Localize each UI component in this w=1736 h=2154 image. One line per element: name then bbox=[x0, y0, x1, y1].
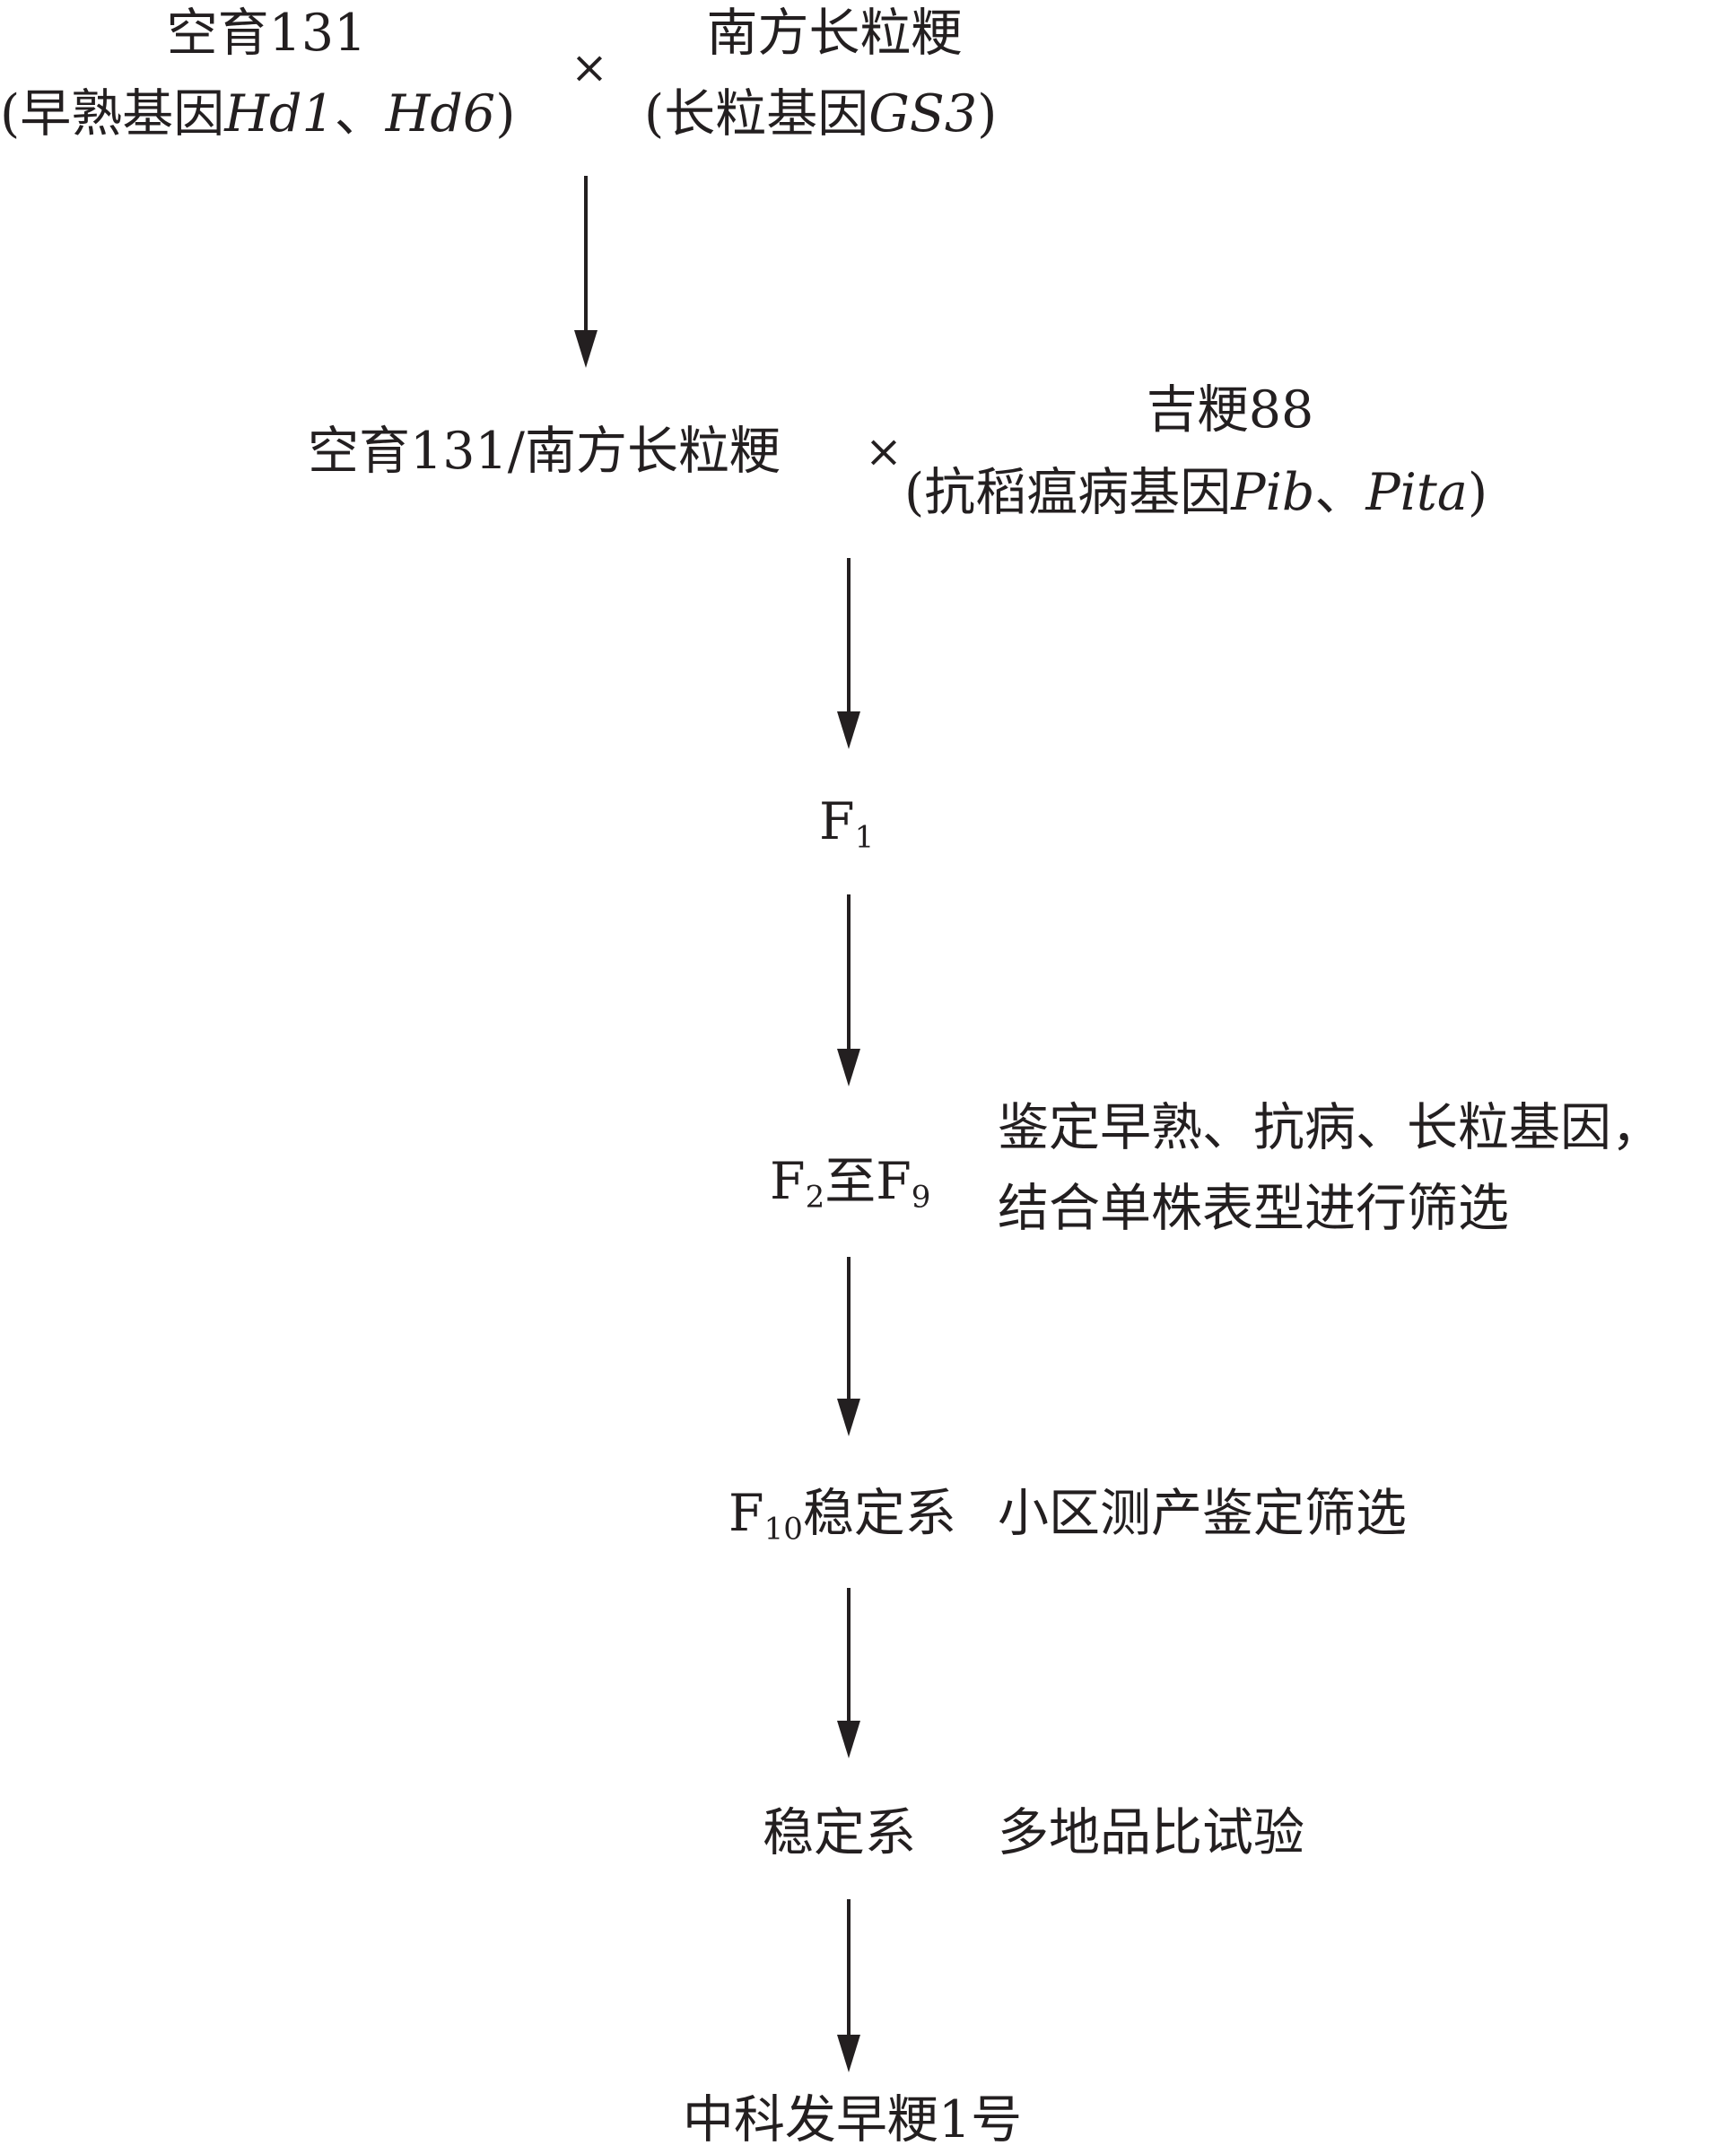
parent3-note: (抗稻瘟病基因Pib、Pita) bbox=[904, 463, 1488, 522]
parent1-note: (早熟基因Hd1、Hd6) bbox=[0, 84, 516, 144]
arrowhead-2 bbox=[837, 711, 860, 749]
yield-test-note: 小区测产鉴定筛选 bbox=[998, 1484, 1407, 1543]
arrowhead-4 bbox=[837, 1399, 860, 1436]
parent2-note: (长粒基因GS3) bbox=[644, 84, 998, 144]
arrowhead-6 bbox=[837, 2035, 860, 2072]
hybrid-parent: 空育131/南方长粒粳 bbox=[308, 422, 781, 481]
arrowhead-5 bbox=[837, 1721, 860, 1758]
cross-symbol-2: × bbox=[865, 425, 903, 477]
multi-site-trial-note: 多地品比试验 bbox=[998, 1803, 1304, 1862]
parent2-name: 南方长粒粳 bbox=[706, 4, 963, 63]
parent1-name: 空育131 bbox=[166, 4, 367, 63]
gene-pita: Pita bbox=[1365, 463, 1468, 522]
arrowhead-1 bbox=[574, 330, 598, 368]
gene-pib: Pib bbox=[1231, 463, 1315, 522]
generation-f10: F10稳定系 bbox=[728, 1484, 956, 1548]
arrowhead-3 bbox=[837, 1049, 860, 1086]
stable-line: 稳定系 bbox=[763, 1803, 916, 1862]
gene-gs3: GS3 bbox=[868, 84, 978, 144]
parent3-name: 吉粳88 bbox=[1146, 380, 1314, 440]
gene-hd6: Hd6 bbox=[385, 84, 496, 144]
generation-f1: F1 bbox=[819, 792, 875, 856]
cross-symbol-1: × bbox=[571, 41, 608, 93]
selection-note-line1: 鉴定早熟、抗病、长粒基因， bbox=[998, 1098, 1662, 1157]
selection-note-line2: 结合单株表型进行筛选 bbox=[998, 1179, 1509, 1238]
result-variety: 中科发早粳1号 bbox=[682, 2090, 1023, 2150]
generation-f2-f9: F2至F9 bbox=[770, 1152, 931, 1216]
gene-hd1: Hd1 bbox=[224, 84, 335, 144]
